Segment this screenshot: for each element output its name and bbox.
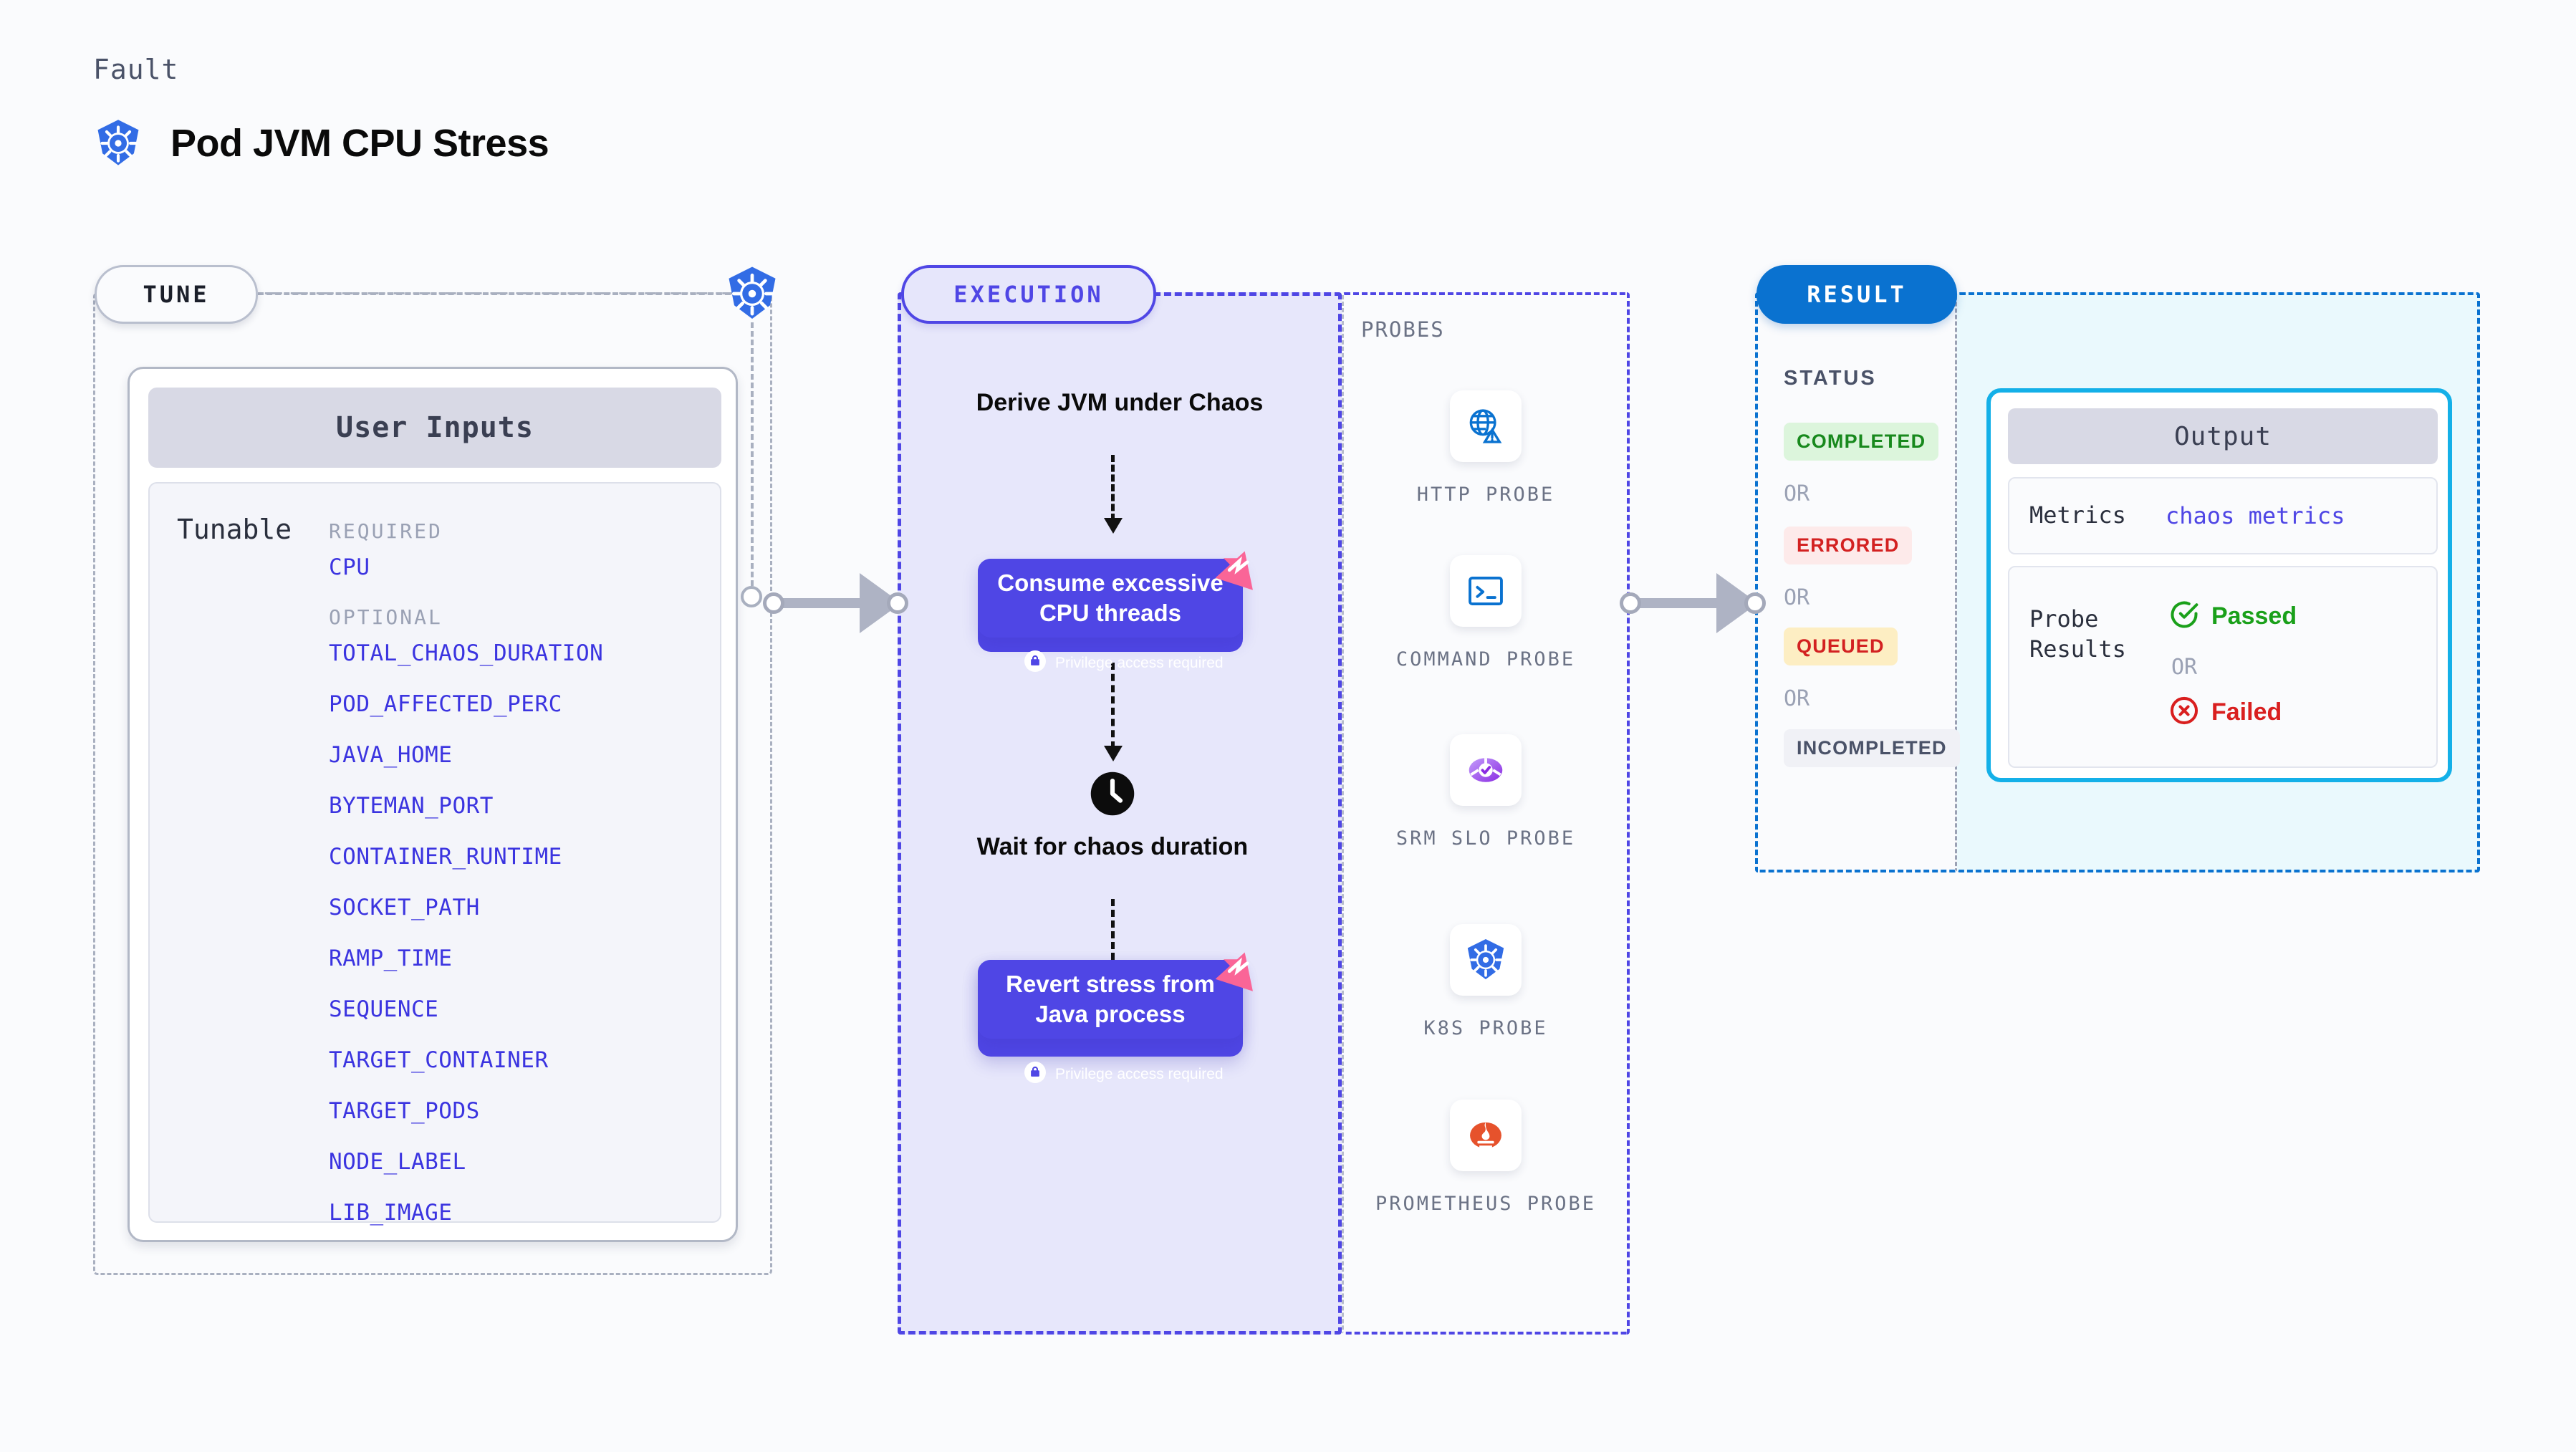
probe-result-failed: Failed xyxy=(2168,695,2282,730)
param-group-label: OPTIONAL xyxy=(329,605,443,629)
output-title: Output xyxy=(2008,408,2438,464)
fault-eyebrow-label: Fault xyxy=(93,54,179,85)
page-title: Pod JVM CPU Stress xyxy=(170,122,549,165)
execution-step-revert-stress[interactable]: Revert stress from Java process xyxy=(978,960,1243,1039)
tunable-param-socket-path[interactable]: SOCKET_PATH xyxy=(329,895,480,920)
probe-result-passed: Passed xyxy=(2168,599,2297,634)
probe-command[interactable]: COMMAND PROBE xyxy=(1342,555,1630,673)
kubernetes-icon xyxy=(1450,924,1522,996)
user-inputs-title: User Inputs xyxy=(148,388,721,468)
failed-label: Failed xyxy=(2211,698,2282,726)
probe-caption: PROMETHEUS PROBE xyxy=(1375,1193,1597,1215)
tunable-label: Tunable xyxy=(177,514,292,545)
execution-step-consume-cpu[interactable]: Consume excessive CPU threads xyxy=(978,559,1243,638)
globe-warning-icon xyxy=(1450,390,1522,462)
privilege-note-2: Privilege access required xyxy=(1024,1062,1224,1087)
terminal-icon xyxy=(1450,555,1522,627)
tune-connector-stem xyxy=(751,322,754,595)
status-badge-completed: COMPLETED xyxy=(1784,423,1939,461)
tunable-param-target-pods[interactable]: TARGET_PODS xyxy=(329,1098,480,1124)
kubernetes-icon xyxy=(724,265,781,322)
output-card: Output Metrics chaos metrics Probe Resul… xyxy=(1986,388,2452,782)
status-badge-incompleted: INCOMPLETED xyxy=(1784,729,1960,767)
tunable-param-java-home[interactable]: JAVA_HOME xyxy=(329,742,453,768)
tunable-body: Tunable REQUIRED CPU OPTIONAL TOTAL_CHAOS_D… xyxy=(148,482,721,1226)
result-status-panel xyxy=(1755,292,1957,872)
kubernetes-icon xyxy=(93,118,143,168)
probe-http[interactable]: HTTP PROBE xyxy=(1342,390,1630,509)
probe-prometheus[interactable]: PROMETHEUS PROBE xyxy=(1342,1100,1630,1218)
result-pill-label: RESULT xyxy=(1756,265,1957,324)
tunable-param-sequence[interactable]: SEQUENCE xyxy=(329,996,439,1022)
status-or-2: OR xyxy=(1784,585,1810,610)
tunable-param-ramp-time[interactable]: RAMP_TIME xyxy=(329,946,453,971)
tunable-param-pod-affected-perc[interactable]: POD_AFFECTED_PERC xyxy=(329,691,562,717)
arrow-start-dot xyxy=(1620,592,1641,614)
lock-icon xyxy=(1024,1062,1046,1087)
arrow-end-dot xyxy=(1744,592,1766,614)
flow-arrow-2 xyxy=(1104,663,1123,761)
metrics-value[interactable]: chaos metrics xyxy=(2166,502,2345,529)
chaos-step-title: Consume excessive CPU threads xyxy=(997,569,1224,626)
probe-srm-slo[interactable]: SRM SLO PROBE xyxy=(1342,734,1630,852)
x-circle-icon xyxy=(2168,695,2200,730)
tunable-param-container-runtime[interactable]: CONTAINER_RUNTIME xyxy=(329,844,562,870)
litmus-icon xyxy=(1215,544,1263,592)
chaos-step-title: Revert stress from Java process xyxy=(1006,970,1215,1027)
clock-icon xyxy=(1089,770,1136,817)
probe-results-label: Probe Results xyxy=(2029,605,2126,663)
tunable-param-byteman-port[interactable]: BYTEMAN_PORT xyxy=(329,793,494,819)
tunable-param-cpu[interactable]: CPU xyxy=(329,554,370,580)
litmus-icon xyxy=(1215,946,1263,993)
passed-label: Passed xyxy=(2211,602,2297,630)
srm-slo-icon xyxy=(1450,734,1522,806)
lock-icon xyxy=(1024,650,1046,675)
tune-pill-label: TUNE xyxy=(95,265,258,324)
tune-connector-line xyxy=(258,292,731,295)
status-badge-errored: ERRORED xyxy=(1784,527,1913,564)
probes-section-label: PROBES xyxy=(1361,317,1445,342)
status-or-3: OR xyxy=(1784,686,1810,711)
tunable-param-target-container[interactable]: TARGET_CONTAINER xyxy=(329,1047,549,1073)
probe-caption: SRM SLO PROBE xyxy=(1395,827,1576,850)
tunable-param-total-chaos-duration[interactable]: TOTAL_CHAOS_DURATION xyxy=(329,640,604,666)
privilege-note-text: Privilege access required xyxy=(1055,654,1224,671)
tunable-parameter-list: REQUIRED CPU OPTIONAL TOTAL_CHAOS_DURATION P… xyxy=(329,504,708,1251)
execution-step-derive-jvm: Derive JVM under Chaos xyxy=(976,389,1264,416)
privilege-note-text: Privilege access required xyxy=(1055,1065,1224,1082)
probe-caption: COMMAND PROBE xyxy=(1395,648,1576,670)
arrow-start-dot xyxy=(763,592,784,614)
status-or-1: OR xyxy=(1784,481,1810,506)
probe-caption: HTTP PROBE xyxy=(1416,484,1555,506)
metrics-label: Metrics xyxy=(2029,501,2126,529)
page-title-row: Pod JVM CPU Stress xyxy=(93,118,549,168)
tunable-param-node-label[interactable]: NODE_LABEL xyxy=(329,1149,466,1175)
status-section-label: STATUS xyxy=(1784,367,1877,390)
status-badge-queued: QUEUED xyxy=(1784,628,1898,665)
execution-step-wait-duration: Wait for chaos duration xyxy=(976,833,1249,860)
arrow-end-dot xyxy=(887,592,908,614)
param-group-label: REQUIRED xyxy=(329,519,443,543)
probe-caption: K8S PROBE xyxy=(1423,1017,1548,1039)
check-circle-icon xyxy=(2168,599,2200,634)
probe-k8s[interactable]: K8S PROBE xyxy=(1342,924,1630,1042)
flow-arrow-1 xyxy=(1104,455,1123,534)
privilege-note-1: Privilege access required xyxy=(1024,650,1224,675)
probe-result-or: OR xyxy=(2171,655,2198,680)
tune-connector-endpoint xyxy=(741,586,762,607)
prometheus-icon xyxy=(1450,1100,1522,1171)
tunable-param-lib-image[interactable]: LIB_IMAGE xyxy=(329,1200,453,1226)
metrics-row: Metrics chaos metrics xyxy=(2008,477,2438,554)
probe-results-row: Probe Results Passed OR Failed xyxy=(2008,566,2438,768)
execution-pill-label: EXECUTION xyxy=(901,265,1156,324)
